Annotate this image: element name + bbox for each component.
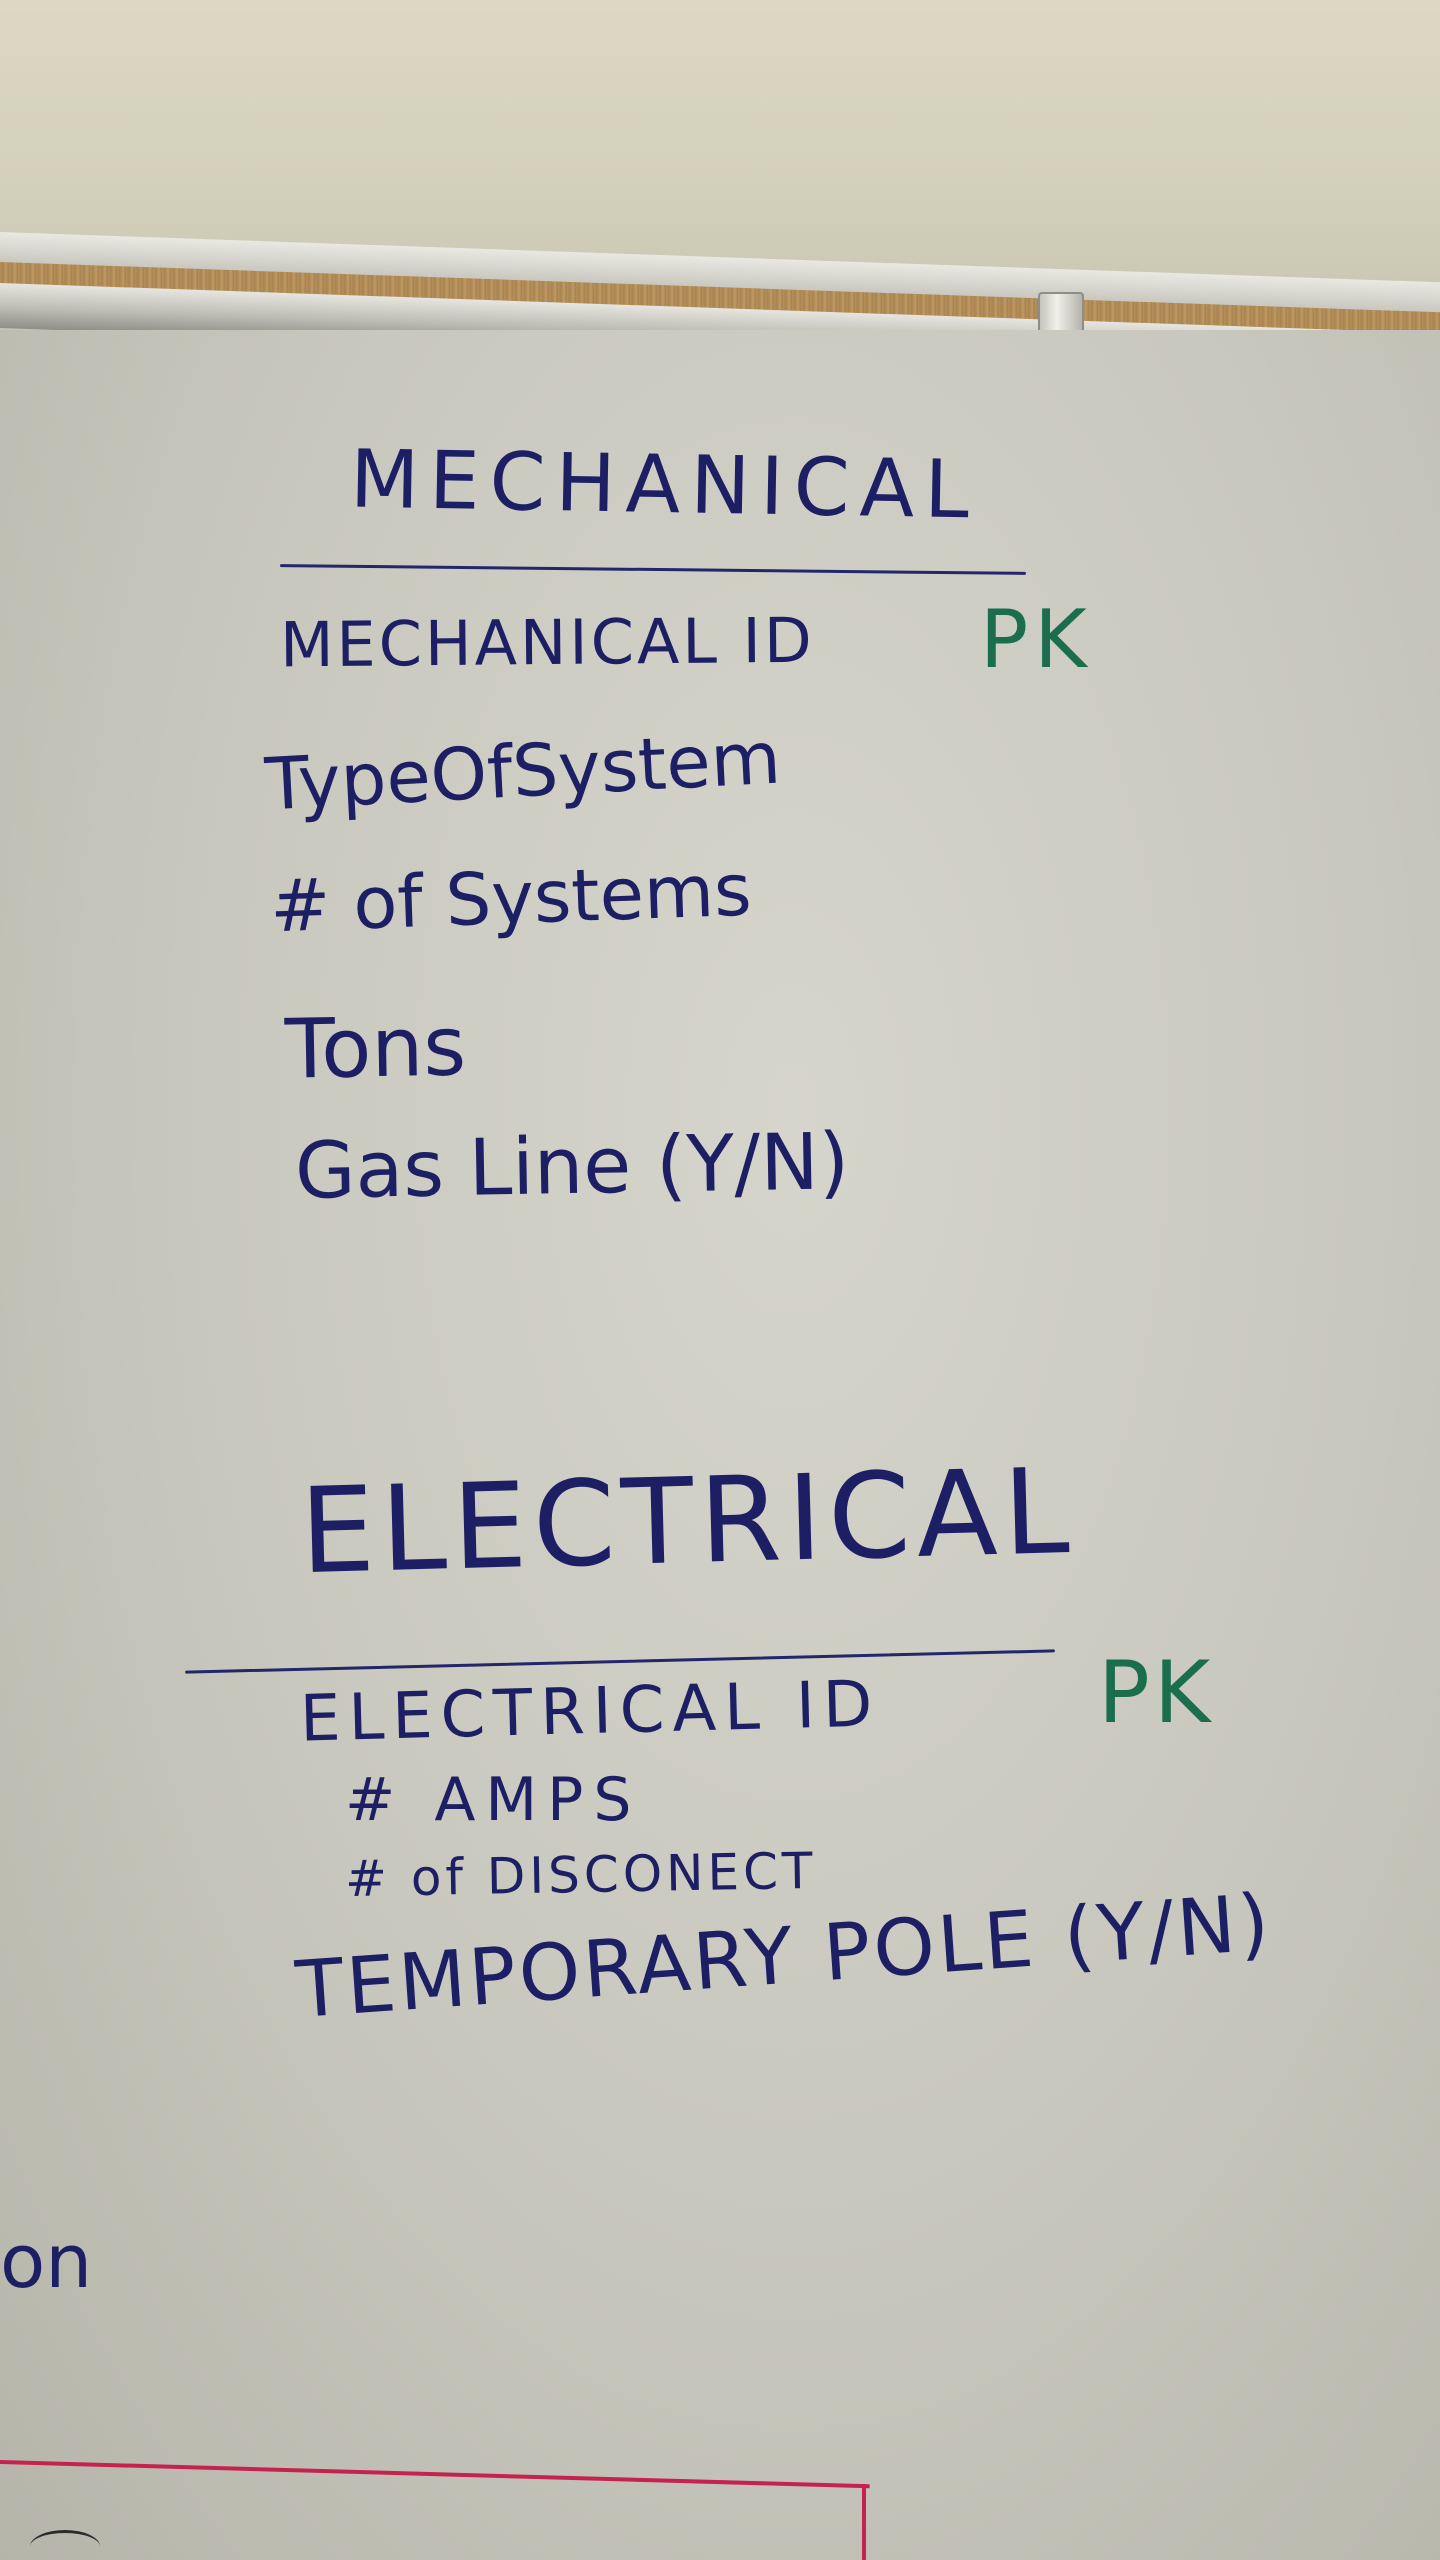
pen-mark	[30, 2530, 100, 2560]
whiteboard	[0, 330, 1440, 2560]
mechanical-pk-label: PK	[980, 593, 1093, 686]
mechanical-id-field: MECHANICAL ID	[279, 603, 815, 682]
red-marker-line-vertical	[862, 2484, 866, 2560]
electrical-pk-label: PK	[1098, 1643, 1215, 1743]
disconnect-field: # of DISCONECT	[344, 1841, 818, 1909]
electrical-id-field: ELECTRICAL ID	[299, 1667, 882, 1757]
number-of-systems-field: # of Systems	[268, 847, 753, 949]
amps-field: # AMPS	[345, 1765, 642, 1835]
partial-word-fragment: on	[0, 2219, 93, 2305]
gas-line-field: Gas Line (Y/N)	[294, 1117, 850, 1217]
mechanical-title: MECHANICAL	[349, 432, 980, 537]
electrical-title: ELECTRICAL	[298, 1441, 1077, 1601]
tons-field: Tons	[284, 999, 467, 1098]
